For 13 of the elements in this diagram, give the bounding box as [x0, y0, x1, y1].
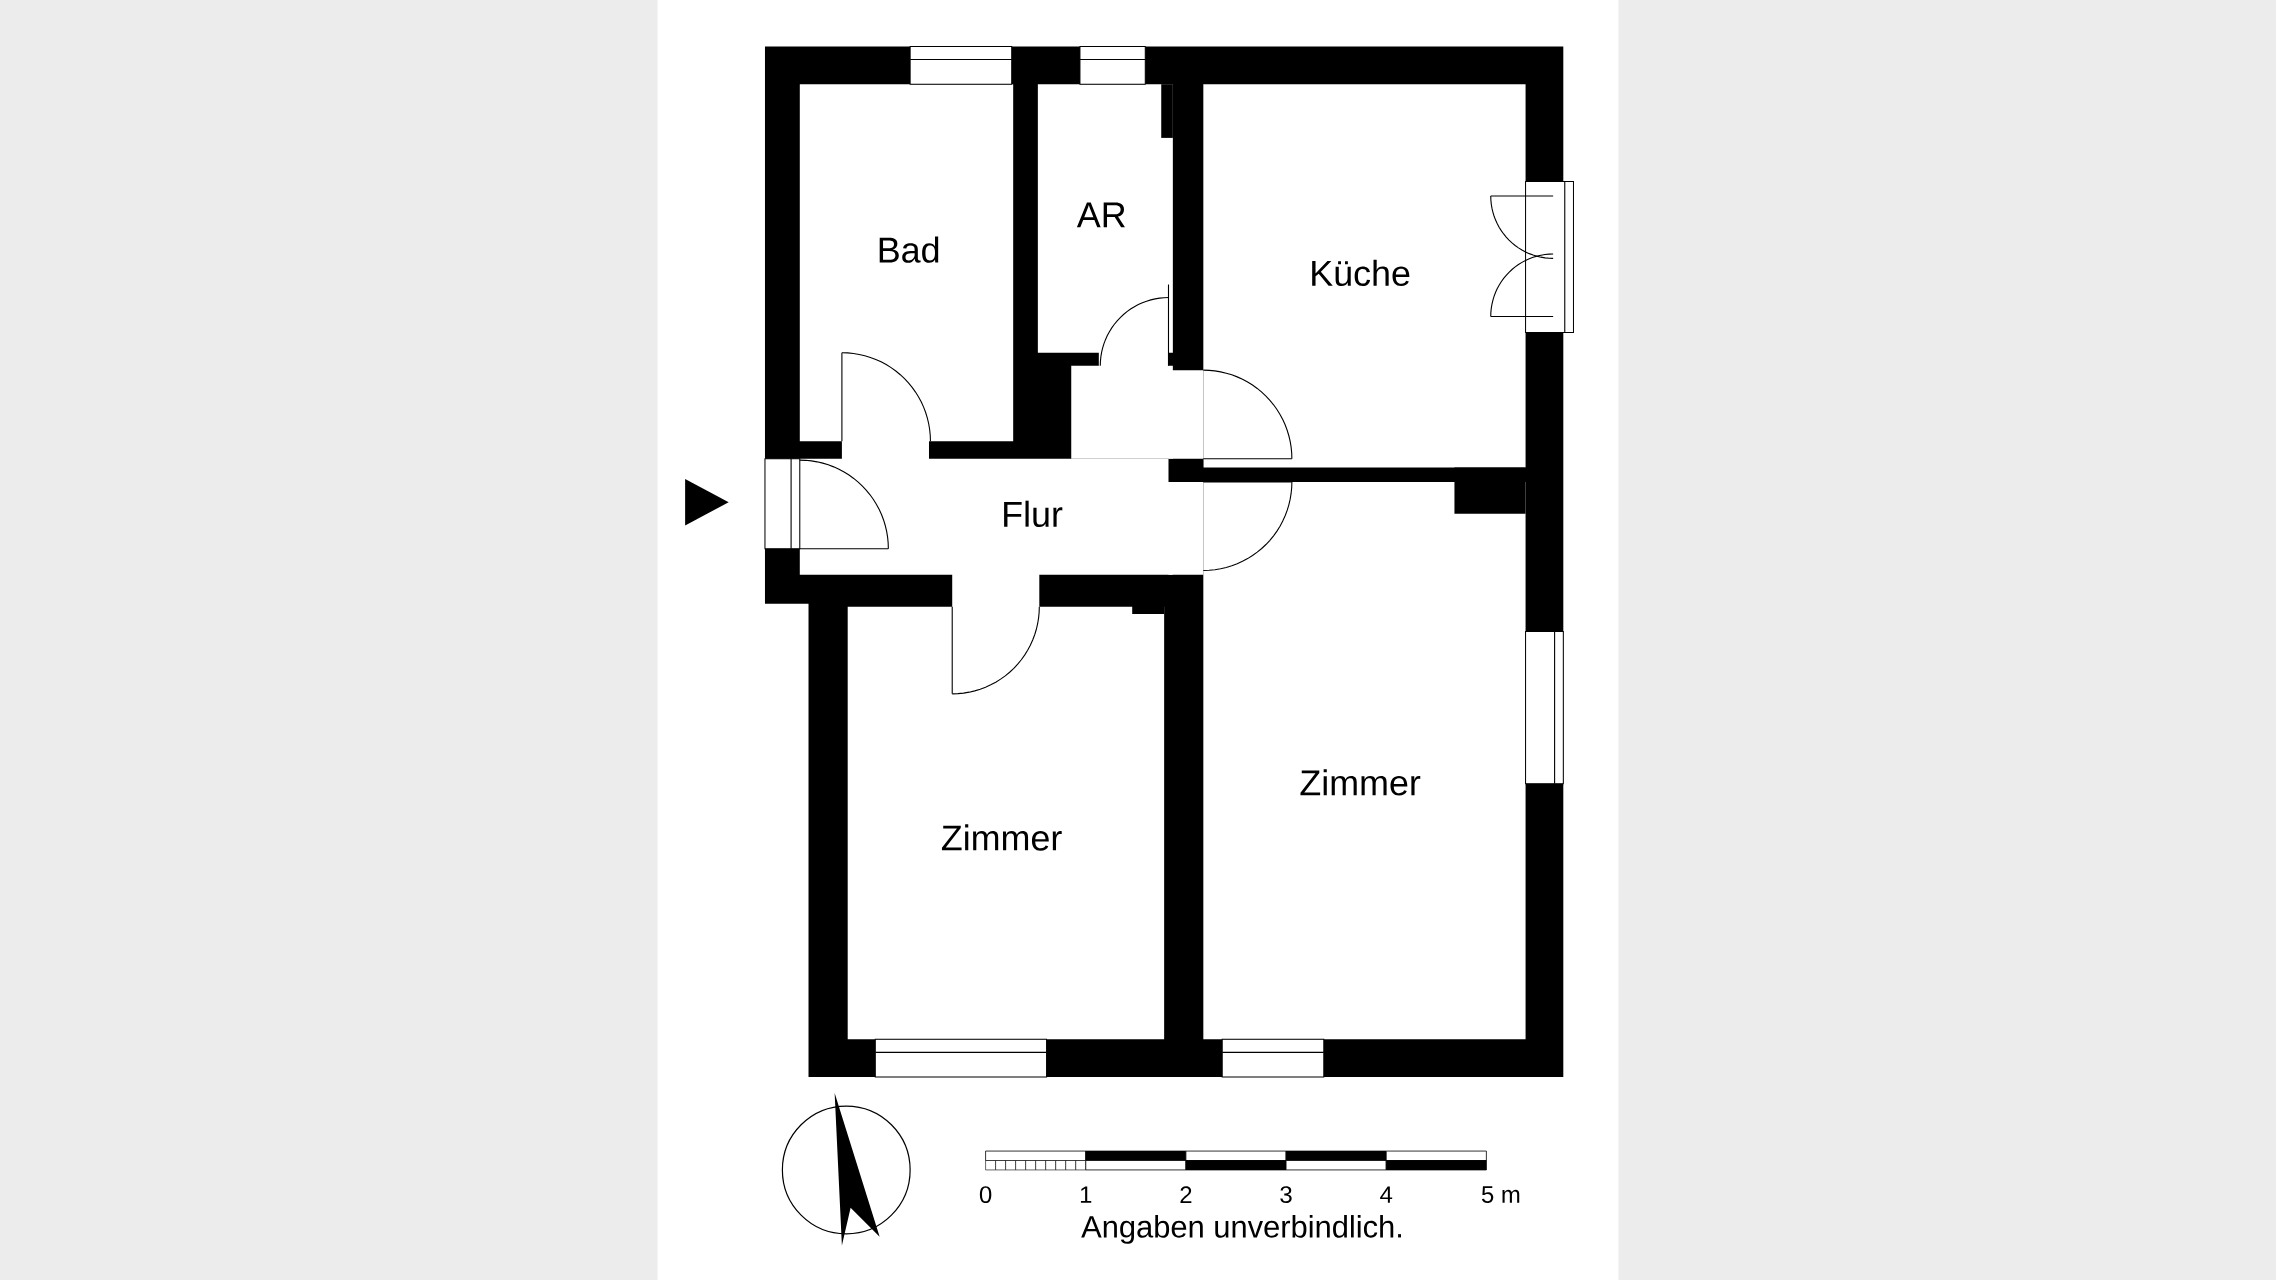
- scale-number: 3: [1280, 1186, 1292, 1203]
- scale-number: 5 m: [1481, 1186, 1520, 1203]
- scale-number: 4: [1380, 1186, 1393, 1203]
- scale-number: 2: [1180, 1186, 1192, 1203]
- room-label: Bad: [879, 236, 939, 263]
- room-label: Flur: [1004, 500, 1063, 527]
- scale-number: 0: [979, 1186, 992, 1203]
- room-label: Zimmer: [941, 824, 1062, 851]
- disclaimer-text: Angaben unverbindlich.: [1081, 1214, 1401, 1244]
- room-label: Küche: [1312, 259, 1410, 286]
- room-label: Zimmer: [1300, 769, 1421, 796]
- scale-number: 1: [1080, 1186, 1092, 1203]
- room-label: AR: [1076, 202, 1125, 228]
